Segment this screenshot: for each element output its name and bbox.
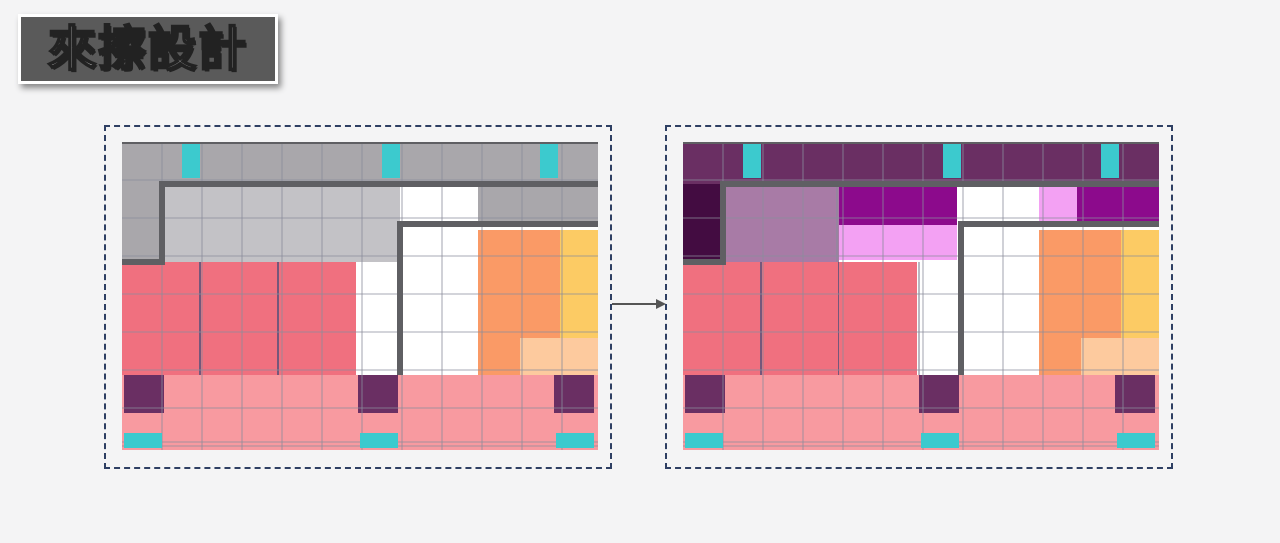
wall	[397, 221, 598, 375]
dark-purple-room	[554, 375, 594, 413]
cyan-marker	[182, 142, 200, 178]
after-plan	[683, 142, 1159, 450]
muted-purple-room	[723, 184, 839, 262]
cyan-marker	[360, 433, 398, 448]
cyan-marker	[556, 433, 594, 448]
light-magenta-room	[1039, 187, 1077, 224]
dark-purple-room	[1115, 375, 1155, 413]
peach-room	[520, 338, 598, 375]
red-room	[122, 262, 356, 375]
cyan-marker	[124, 433, 162, 448]
cyan-marker	[921, 433, 959, 448]
after-plan-frame	[665, 125, 1173, 469]
red-room	[839, 262, 917, 375]
dark-purple-room	[685, 375, 725, 413]
corridor	[122, 142, 598, 184]
cyan-marker	[1117, 433, 1155, 448]
cyan-marker	[685, 433, 723, 448]
purple-room	[1077, 187, 1159, 224]
before-plan	[122, 142, 598, 450]
wall	[958, 221, 1159, 375]
brand-logo: 來擦設計	[18, 14, 278, 84]
corridor	[683, 142, 1159, 184]
wall	[122, 181, 598, 265]
light-magenta-room	[839, 225, 957, 260]
dark-purple-room	[919, 375, 959, 413]
dark-purple-room	[124, 375, 164, 413]
cyan-marker	[743, 142, 761, 178]
after-plan-drawing	[683, 142, 1159, 450]
corridor	[122, 184, 162, 262]
before-plan-drawing	[122, 142, 598, 450]
before-plan-frame	[104, 125, 612, 469]
dark-purple-room	[358, 375, 398, 413]
gray-room	[162, 184, 400, 262]
corridor	[478, 184, 598, 224]
yellow-room	[1121, 230, 1159, 338]
cyan-marker	[943, 142, 961, 178]
wall	[683, 181, 1159, 265]
peach-room	[1081, 338, 1159, 375]
purple-room	[839, 187, 957, 225]
yellow-room	[560, 230, 598, 338]
cyan-marker	[1101, 142, 1119, 178]
brand-logo-text: 來擦設計	[47, 21, 248, 77]
deep-purple-room	[683, 184, 723, 262]
transform-arrow-icon	[612, 299, 666, 309]
cyan-marker	[382, 142, 400, 178]
cyan-marker	[540, 142, 558, 178]
